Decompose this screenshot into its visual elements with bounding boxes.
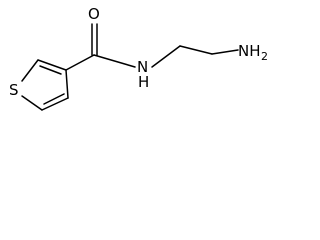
bond-n-ch2 [151, 45, 181, 68]
atom-amide-hydrogen: H [138, 73, 149, 91]
bond-ch2-ch2 [179, 45, 213, 55]
bond-c4-c5 [37, 59, 67, 71]
bond-ring-carbonyl [65, 54, 95, 71]
ethylenediamine-chain [151, 45, 239, 68]
bond-c4-c5-inner [39, 65, 62, 75]
chemical-structure: S O N H NH 2 [9, 5, 268, 111]
atom-amine: NH [238, 42, 261, 60]
bond-carbonyl-n [93, 54, 136, 68]
amide-group [65, 23, 136, 71]
bond-s-c2 [21, 95, 43, 111]
thiophene-ring [21, 59, 69, 111]
atom-amide-nitrogen: N [137, 58, 148, 76]
atom-sulfur: S [9, 81, 19, 99]
bond-ch2-nh2 [211, 49, 239, 55]
atom-amine-subscript: 2 [261, 50, 268, 63]
bond-c2-c3-inner [43, 93, 65, 105]
bond-c2-c3 [41, 97, 69, 111]
atom-oxygen: O [88, 5, 100, 23]
bond-c3-c4 [65, 69, 69, 99]
bond-c5-s [21, 59, 39, 82]
